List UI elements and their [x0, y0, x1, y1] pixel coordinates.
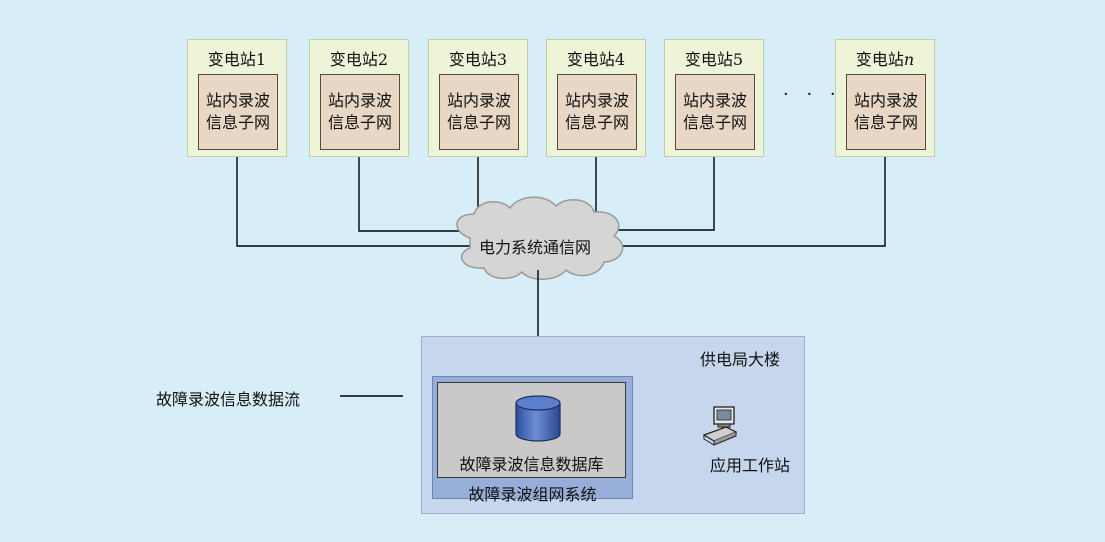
- workstation-label: 应用工作站: [710, 456, 791, 475]
- station-title: 变电站n: [855, 50, 915, 69]
- subnet-line-1: 站内录波: [682, 91, 747, 110]
- subnet-line-1: 站内录波: [327, 91, 392, 110]
- station-title: 变电站1: [207, 50, 267, 69]
- subnet-line-1: 站内录波: [564, 91, 629, 110]
- subnet-line-2: 信息子网: [327, 113, 392, 132]
- station-title: 变电站4: [566, 50, 626, 69]
- subnet-line-1: 站内录波: [205, 91, 270, 110]
- link-station-n: [615, 157, 886, 247]
- database-label: 故障录波信息数据库: [459, 455, 604, 474]
- subnet-line-1: 站内录波: [853, 91, 918, 110]
- substation-recording-subnet: 站内录波信息子网: [675, 74, 755, 150]
- substation-recording-subnet: 站内录波信息子网: [439, 74, 519, 150]
- legend-label: 故障录波信息数据流: [156, 390, 301, 409]
- link-station-1: [236, 157, 470, 247]
- substation-recording-subnet: 站内录波信息子网: [198, 74, 278, 150]
- ellipsis: · · ·: [783, 84, 842, 105]
- station-title: 变电站3: [448, 50, 508, 69]
- subnet-line-2: 信息子网: [682, 113, 747, 132]
- network-system-label: 故障录波组网系统: [468, 485, 597, 504]
- database-cylinder-icon: [515, 395, 561, 442]
- building-label: 供电局大楼: [700, 350, 781, 369]
- station-title: 变电站5: [684, 50, 744, 69]
- station-1: 变电站1 站内录波信息子网: [187, 39, 287, 157]
- substation-recording-subnet: 站内录波信息子网: [320, 74, 400, 150]
- cloud-label: 电力系统通信网: [478, 238, 591, 257]
- station-4: 变电站4 站内录波信息子网: [546, 39, 646, 157]
- station-n: 变电站n 站内录波信息子网: [835, 39, 935, 157]
- station-3: 变电站3 站内录波信息子网: [428, 39, 528, 157]
- subnet-line-2: 信息子网: [446, 113, 511, 132]
- substation-recording-subnet: 站内录波信息子网: [557, 74, 637, 150]
- computer-workstation-icon: [702, 406, 738, 446]
- subnet-line-2: 信息子网: [564, 113, 629, 132]
- station-5: 变电站5 站内录波信息子网: [664, 39, 764, 157]
- subnet-line-2: 信息子网: [205, 113, 270, 132]
- station-title: 变电站2: [329, 50, 389, 69]
- subnet-line-1: 站内录波: [446, 91, 511, 110]
- link-station-2: [358, 157, 470, 232]
- substation-recording-subnet: 站内录波信息子网: [846, 74, 926, 150]
- cloud-network-icon: [456, 196, 624, 280]
- link-station-5: [606, 157, 715, 231]
- station-2: 变电站2 站内录波信息子网: [309, 39, 409, 157]
- subnet-line-2: 信息子网: [853, 113, 918, 132]
